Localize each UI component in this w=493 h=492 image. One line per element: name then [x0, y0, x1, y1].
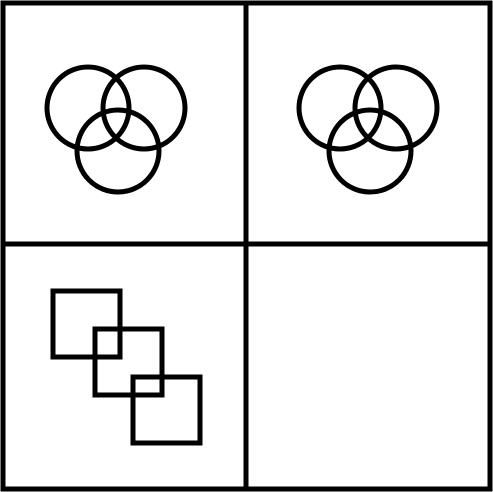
panel-bottom-right-frame	[243, 241, 493, 492]
three-circles-figure	[44, 64, 188, 195]
circle-left	[296, 64, 384, 152]
square-middle	[92, 326, 165, 398]
circle-right	[100, 64, 188, 152]
circle-left	[44, 64, 132, 152]
circle-bottom	[326, 107, 414, 195]
circle-right	[352, 64, 440, 152]
three-squares-figure	[50, 288, 203, 446]
square-bottom	[130, 374, 203, 446]
square-top	[50, 288, 123, 360]
panel-top-right	[243, 0, 493, 247]
three-circles-figure	[296, 64, 440, 195]
circle-bottom	[74, 107, 162, 195]
panel-bottom-right	[243, 241, 493, 492]
